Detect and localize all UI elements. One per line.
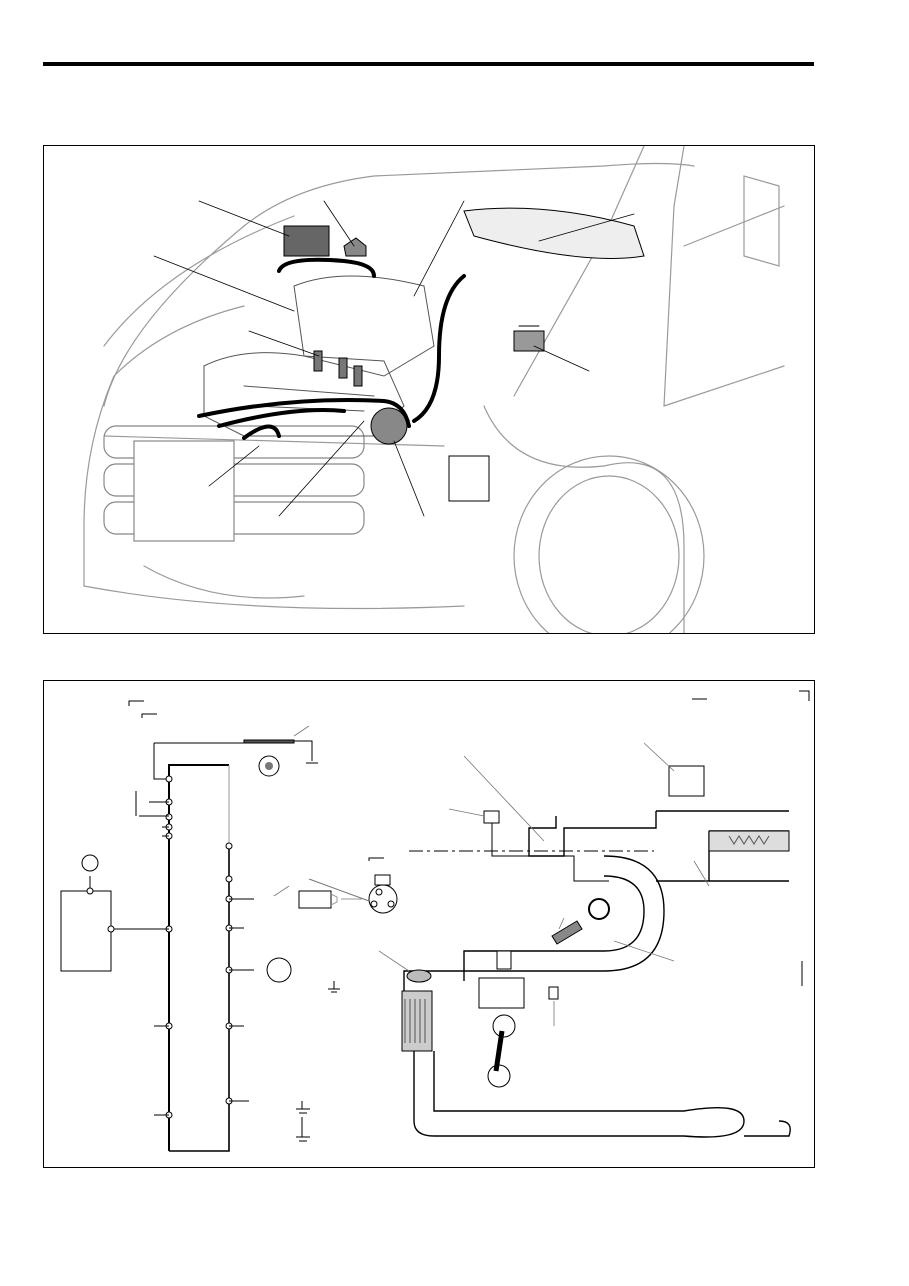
- ecm-harness-bus: [153, 742, 259, 1152]
- air-cleaner-icon: [708, 830, 790, 852]
- catalytic-converter-icon: [401, 969, 433, 1052]
- vehicle-engine-bay-illustration: [83, 146, 785, 633]
- control-system-schematic: [60, 690, 810, 1152]
- throttle-body-icon: [370, 407, 408, 445]
- piston-crank-icon: [487, 1014, 516, 1088]
- cam-sensor-icon: [266, 874, 398, 983]
- intake-exhaust-piping: [403, 810, 791, 1138]
- engine-component-location-figure: [43, 145, 815, 634]
- crank-sensor-icon: [243, 739, 318, 777]
- corner-brackets: [128, 690, 810, 986]
- throttle-sensor-icon: [496, 950, 512, 970]
- relay-box-icon: [513, 325, 545, 352]
- map-sensor-icon: [483, 810, 500, 824]
- check-engine-lamp-icon: [81, 854, 99, 872]
- sensor-icon: [343, 237, 367, 257]
- bus-branch-lines: [135, 791, 254, 1116]
- bus-connector-terminals: [165, 775, 233, 1119]
- idle-control-valve-icon: [588, 898, 610, 920]
- battery-icon: [448, 455, 490, 502]
- callout-leader-lines: [153, 200, 635, 517]
- ground-icon: [296, 981, 340, 1142]
- page-header-rule: [43, 62, 814, 66]
- callout-leader-lines: [273, 725, 710, 1026]
- ecm-block-icon: [60, 890, 112, 972]
- wiring-harness-icon: [197, 257, 466, 440]
- engine-control-schematic-figure: [43, 680, 815, 1168]
- relay-icon: [668, 765, 705, 797]
- coolant-sensor-icon: [548, 986, 559, 1000]
- injector-icon: [551, 920, 583, 945]
- air-filter-element: [728, 835, 770, 845]
- injector-icon: [313, 350, 363, 387]
- engine-cylinder-icon: [478, 977, 525, 1009]
- front-grille: [103, 425, 365, 542]
- instrument-cluster-icon: [463, 207, 645, 259]
- ecm-icon: [283, 225, 330, 257]
- vacuum-hose: [491, 823, 609, 882]
